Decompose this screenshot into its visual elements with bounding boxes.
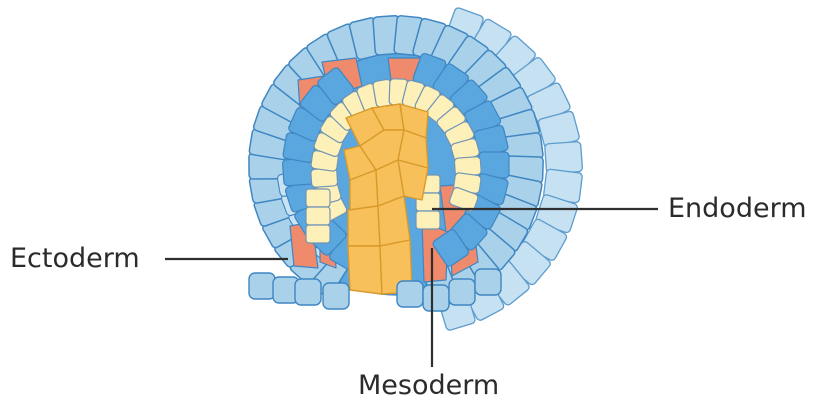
- yolk-cell: [378, 196, 410, 246]
- ectoderm-lip-cell: [423, 285, 449, 311]
- endoderm-label: Endoderm: [668, 195, 807, 222]
- ectoderm-lip-cell: [295, 279, 321, 305]
- ectoderm-lip-cell: [475, 269, 501, 295]
- mesoderm-label: Mesoderm: [358, 372, 499, 399]
- ectoderm-lip-cell: [449, 279, 475, 305]
- yolk-cell: [348, 246, 382, 294]
- ectoderm-lip-cell: [397, 281, 423, 307]
- ectoderm-label: Ectoderm: [10, 245, 140, 272]
- endoderm-cell: [306, 189, 330, 207]
- yolk-cell: [348, 206, 380, 246]
- endoderm-cell: [306, 207, 330, 225]
- ectoderm-lip-cell: [323, 283, 349, 309]
- ectoderm-lip-cell: [249, 273, 275, 299]
- endoderm-cell: [416, 211, 440, 229]
- endoderm-cell: [306, 225, 330, 243]
